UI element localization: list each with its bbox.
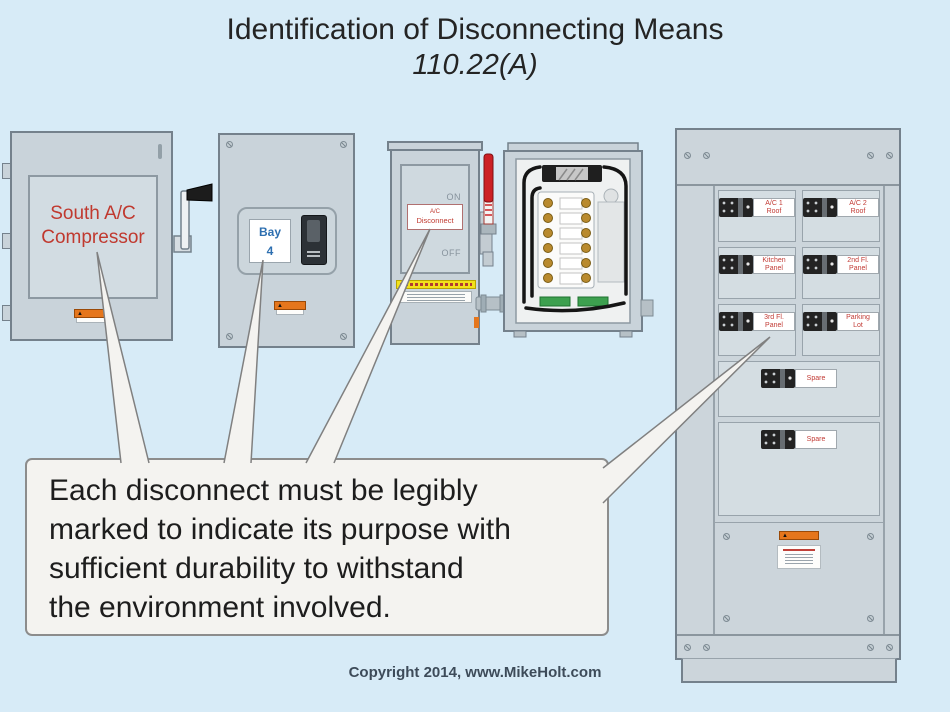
callout-line: the environment involved. — [49, 591, 391, 624]
breaker-cell: Spare — [718, 422, 880, 516]
off-position-label: OFF — [441, 248, 461, 258]
bay4-disconnect-cabinet: Bay 4 ▲ — [218, 133, 355, 348]
warning-sticker: ▲ — [779, 531, 819, 540]
disconnect-door: ON OFF A/C Disconnect — [400, 164, 470, 274]
conduit — [475, 294, 513, 313]
callout-box: Each disconnect must be legibly marked t… — [25, 458, 609, 636]
title-line1: Identification of Disconnecting Means — [226, 13, 724, 46]
callout-line: sufficient durability to withstand — [49, 552, 464, 585]
circuit-breaker — [803, 198, 837, 217]
page-title: Identification of Disconnecting Means 11… — [0, 13, 950, 82]
breaker-label: Kitchen Panel — [753, 255, 795, 274]
panel-rail — [883, 186, 885, 636]
ac-disconnect-label: A/C Disconnect — [407, 204, 463, 230]
screw — [703, 644, 710, 651]
screw — [886, 152, 893, 159]
cabinet-door: South A/C Compressor — [28, 175, 158, 299]
breaker-label: Parking Lot — [837, 312, 879, 331]
screw — [703, 152, 710, 159]
panel-footer — [677, 634, 899, 660]
screw — [867, 152, 874, 159]
callout-line: Each disconnect must be legibly — [49, 474, 478, 507]
screw — [886, 644, 893, 651]
circuit-breaker — [719, 198, 753, 217]
circuit-breaker — [803, 312, 837, 331]
hinge — [2, 305, 11, 321]
ac-disconnect-enclosure: ON OFF A/C Disconnect — [390, 149, 480, 345]
fuse-block — [542, 165, 602, 182]
circuit-breaker — [761, 369, 795, 388]
circuit-breaker — [803, 255, 837, 274]
spec-label-strip — [400, 291, 472, 303]
switch-recess: Bay 4 — [237, 207, 337, 275]
compressor-disconnect-cabinet: South A/C Compressor ▲ — [2, 131, 173, 341]
breaker-label: A/C 2 Roof — [837, 198, 879, 217]
warning-icon: ▲ — [274, 301, 306, 310]
on-position-label: ON — [446, 192, 461, 202]
panel-lower-door: ▲ — [713, 522, 885, 632]
breaker-label: 2nd Fl. Panel — [837, 255, 879, 274]
ground-bar — [539, 296, 571, 307]
warning-icon: ▲ — [74, 309, 108, 318]
callout-line: marked to indicate its purpose with — [49, 513, 511, 546]
screw — [684, 644, 691, 651]
title-code-reference: 110.22(A) — [412, 49, 538, 81]
terminal-strip — [537, 191, 595, 289]
inspection-sticker — [474, 317, 479, 328]
breaker-label: Spare — [795, 369, 837, 388]
warning-sticker-body — [777, 545, 821, 569]
breaker-cell: A/C 1 Roof — [718, 190, 796, 242]
open-disconnect-panel — [503, 142, 654, 338]
vent-slot — [158, 144, 162, 159]
panel-bottom-skirt — [681, 658, 897, 683]
breaker-cell: A/C 2 Roof — [802, 190, 880, 242]
breaker-cell: 2nd Fl. Panel — [802, 247, 880, 299]
panel-header — [677, 130, 899, 186]
warning-strip-yellow — [396, 280, 476, 289]
bay-label: Bay 4 — [249, 219, 291, 263]
screw — [226, 333, 233, 340]
meter-component — [597, 201, 625, 283]
breaker-cell: Kitchen Panel — [718, 247, 796, 299]
warning-sticker: ▲ — [74, 309, 108, 323]
breaker-cell: Parking Lot — [802, 304, 880, 356]
hinge — [2, 233, 11, 249]
screw — [226, 141, 233, 148]
screw — [684, 152, 691, 159]
screw — [867, 533, 874, 540]
circuit-breaker — [761, 430, 795, 449]
breaker-label: A/C 1 Roof — [753, 198, 795, 217]
screw — [723, 615, 730, 622]
screw — [867, 615, 874, 622]
screw — [340, 141, 347, 148]
ground-bar — [577, 296, 609, 307]
disconnect-handle — [173, 183, 213, 253]
screw — [867, 644, 874, 651]
circuit-breaker — [719, 312, 753, 331]
hinge — [2, 163, 11, 179]
breaker-cell: 3rd Fl. Panel — [718, 304, 796, 356]
screw — [723, 533, 730, 540]
warning-icon: ▲ — [779, 531, 819, 540]
breaker-switch — [301, 215, 327, 265]
red-handle — [479, 153, 497, 267]
wires — [522, 165, 628, 313]
breaker-cell: Spare — [718, 361, 880, 417]
screw — [340, 333, 347, 340]
copyright-text: Copyright 2014, www.MikeHolt.com — [348, 664, 602, 681]
circuit-breaker — [719, 255, 753, 274]
warning-sticker: ▲ — [274, 301, 306, 315]
panelboard-cabinet: A/C 1 Roof A/C 2 Roof Kitchen Panel 2nd … — [675, 128, 901, 660]
breaker-label: 3rd Fl. Panel — [753, 312, 795, 331]
compressor-label: South A/C Compressor — [41, 203, 145, 248]
breaker-label: Spare — [795, 430, 837, 449]
